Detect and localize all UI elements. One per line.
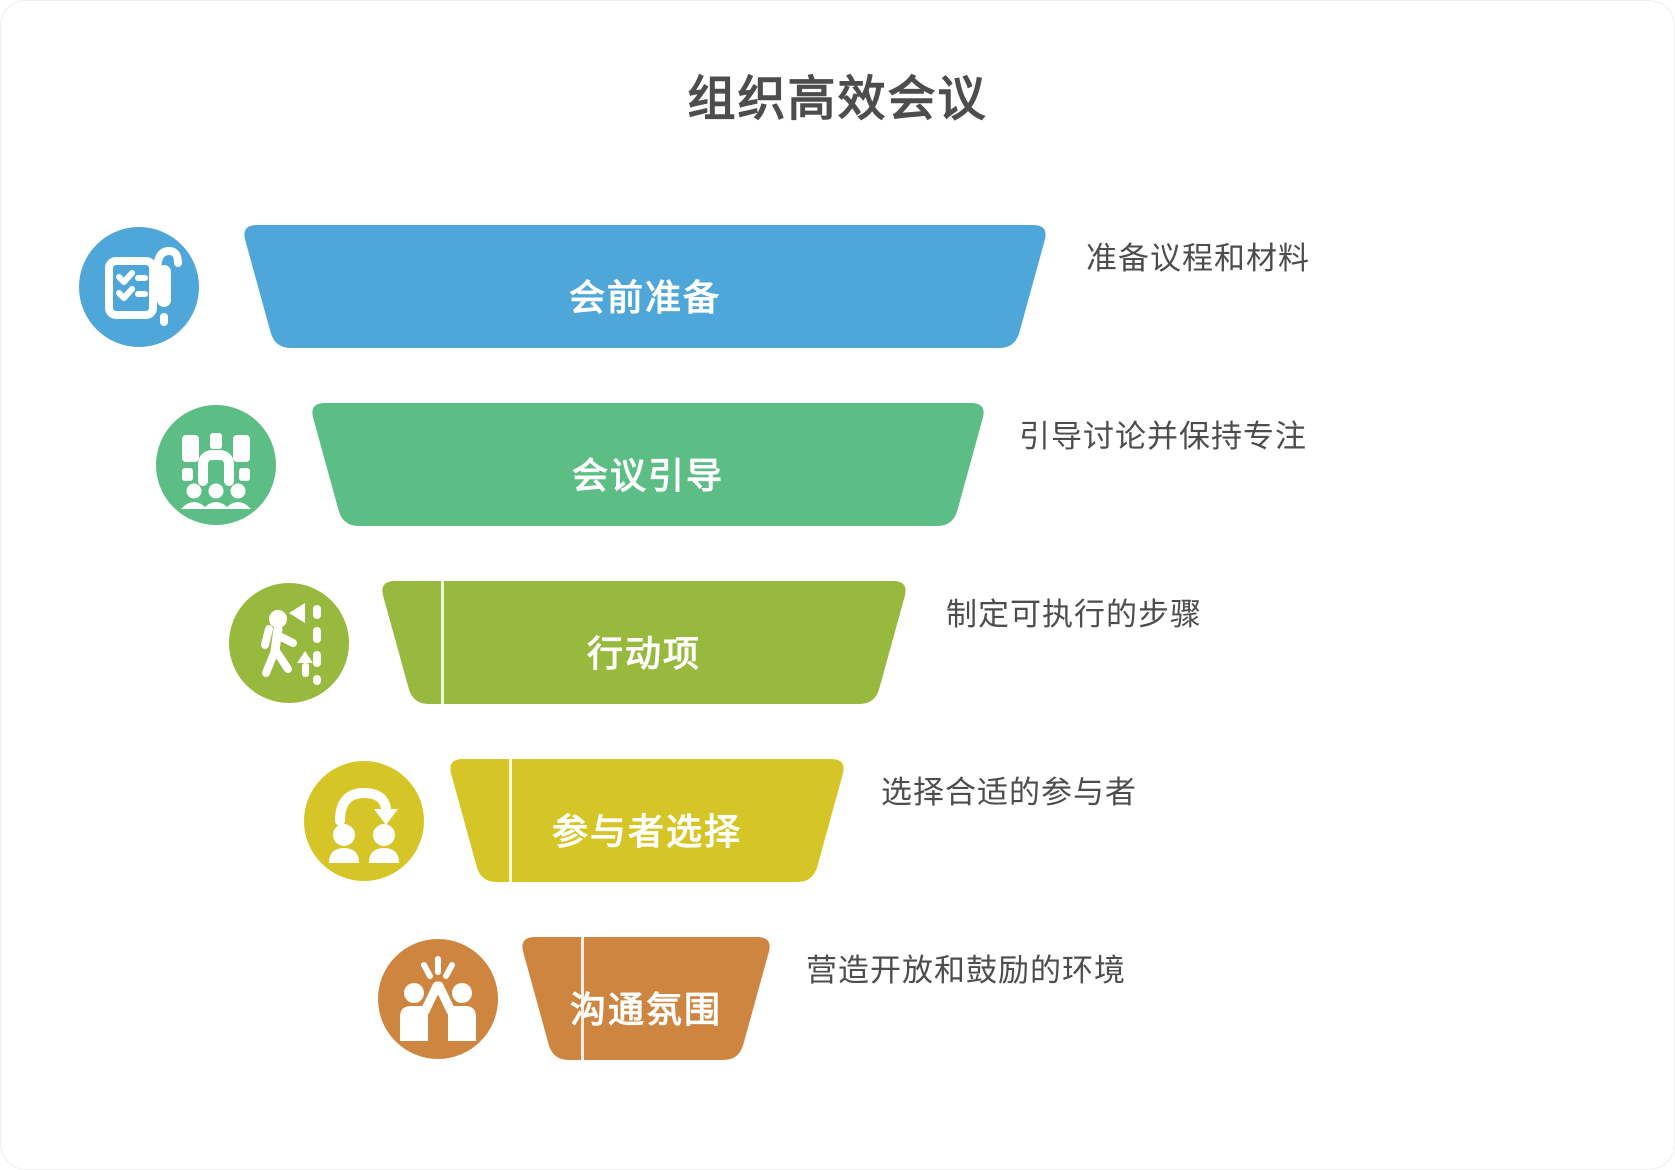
funnel-segment-shape xyxy=(312,403,984,526)
funnel-segment-description: 营造开放和鼓励的环境 xyxy=(806,952,1126,988)
participant-handover-icon xyxy=(304,761,424,881)
segment-seam-line xyxy=(509,759,512,883)
segment-seam-line xyxy=(581,937,584,1061)
funnel-segment-shape xyxy=(244,225,1046,348)
funnel-segment-label: 会前准备 xyxy=(568,277,721,318)
walking-route-icon xyxy=(229,583,349,703)
funnel-segment-shape xyxy=(382,581,906,705)
funnel-segment-shape xyxy=(522,937,770,1061)
funnel-segment-label: 沟通氛围 xyxy=(569,989,722,1030)
funnel-segment-label: 参与者选择 xyxy=(551,811,742,852)
segment-seam-line xyxy=(441,581,444,705)
funnel-segment-label: 会议引导 xyxy=(571,455,724,496)
funnel-segment-shape xyxy=(450,759,844,883)
funnel-segment-label: 行动项 xyxy=(586,633,701,674)
funnel-segment-description: 准备议程和材料 xyxy=(1086,240,1310,276)
checklist-pen-icon xyxy=(79,227,199,347)
meeting-facilitation-icon xyxy=(156,405,276,525)
funnel-segment-description: 制定可执行的步骤 xyxy=(946,596,1202,632)
funnel-segment-description: 选择合适的参与者 xyxy=(881,774,1137,810)
funnel-segment-description: 引导讨论并保持专注 xyxy=(1019,418,1307,454)
high-five-icon xyxy=(378,939,498,1059)
page-title: 组织高效会议 xyxy=(687,73,988,126)
